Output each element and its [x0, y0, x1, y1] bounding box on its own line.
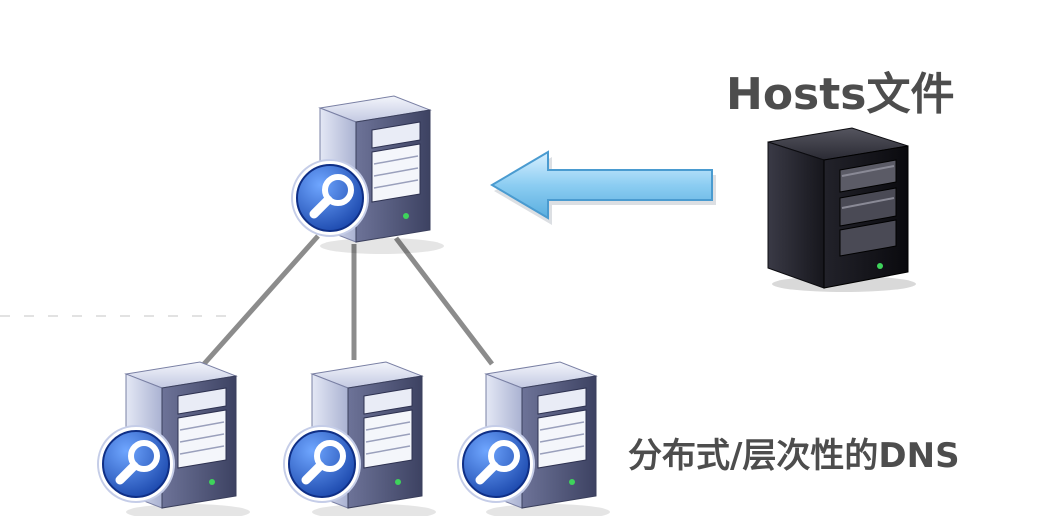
child-dns-server-icon-2	[284, 362, 436, 516]
child-dns-server-icon-1	[98, 362, 250, 516]
hosts-file-label: Hosts文件	[726, 69, 955, 120]
child-dns-server-icon-3	[458, 362, 610, 516]
distributed-dns-label: 分布式/层次性的DNS	[628, 436, 960, 476]
hosts-server-icon	[767, 127, 916, 292]
root-dns-server-icon	[292, 96, 444, 254]
arrow-left-icon	[490, 150, 716, 225]
tree-connectors	[202, 234, 494, 366]
connector-right	[394, 236, 494, 366]
connector-left	[202, 234, 320, 366]
